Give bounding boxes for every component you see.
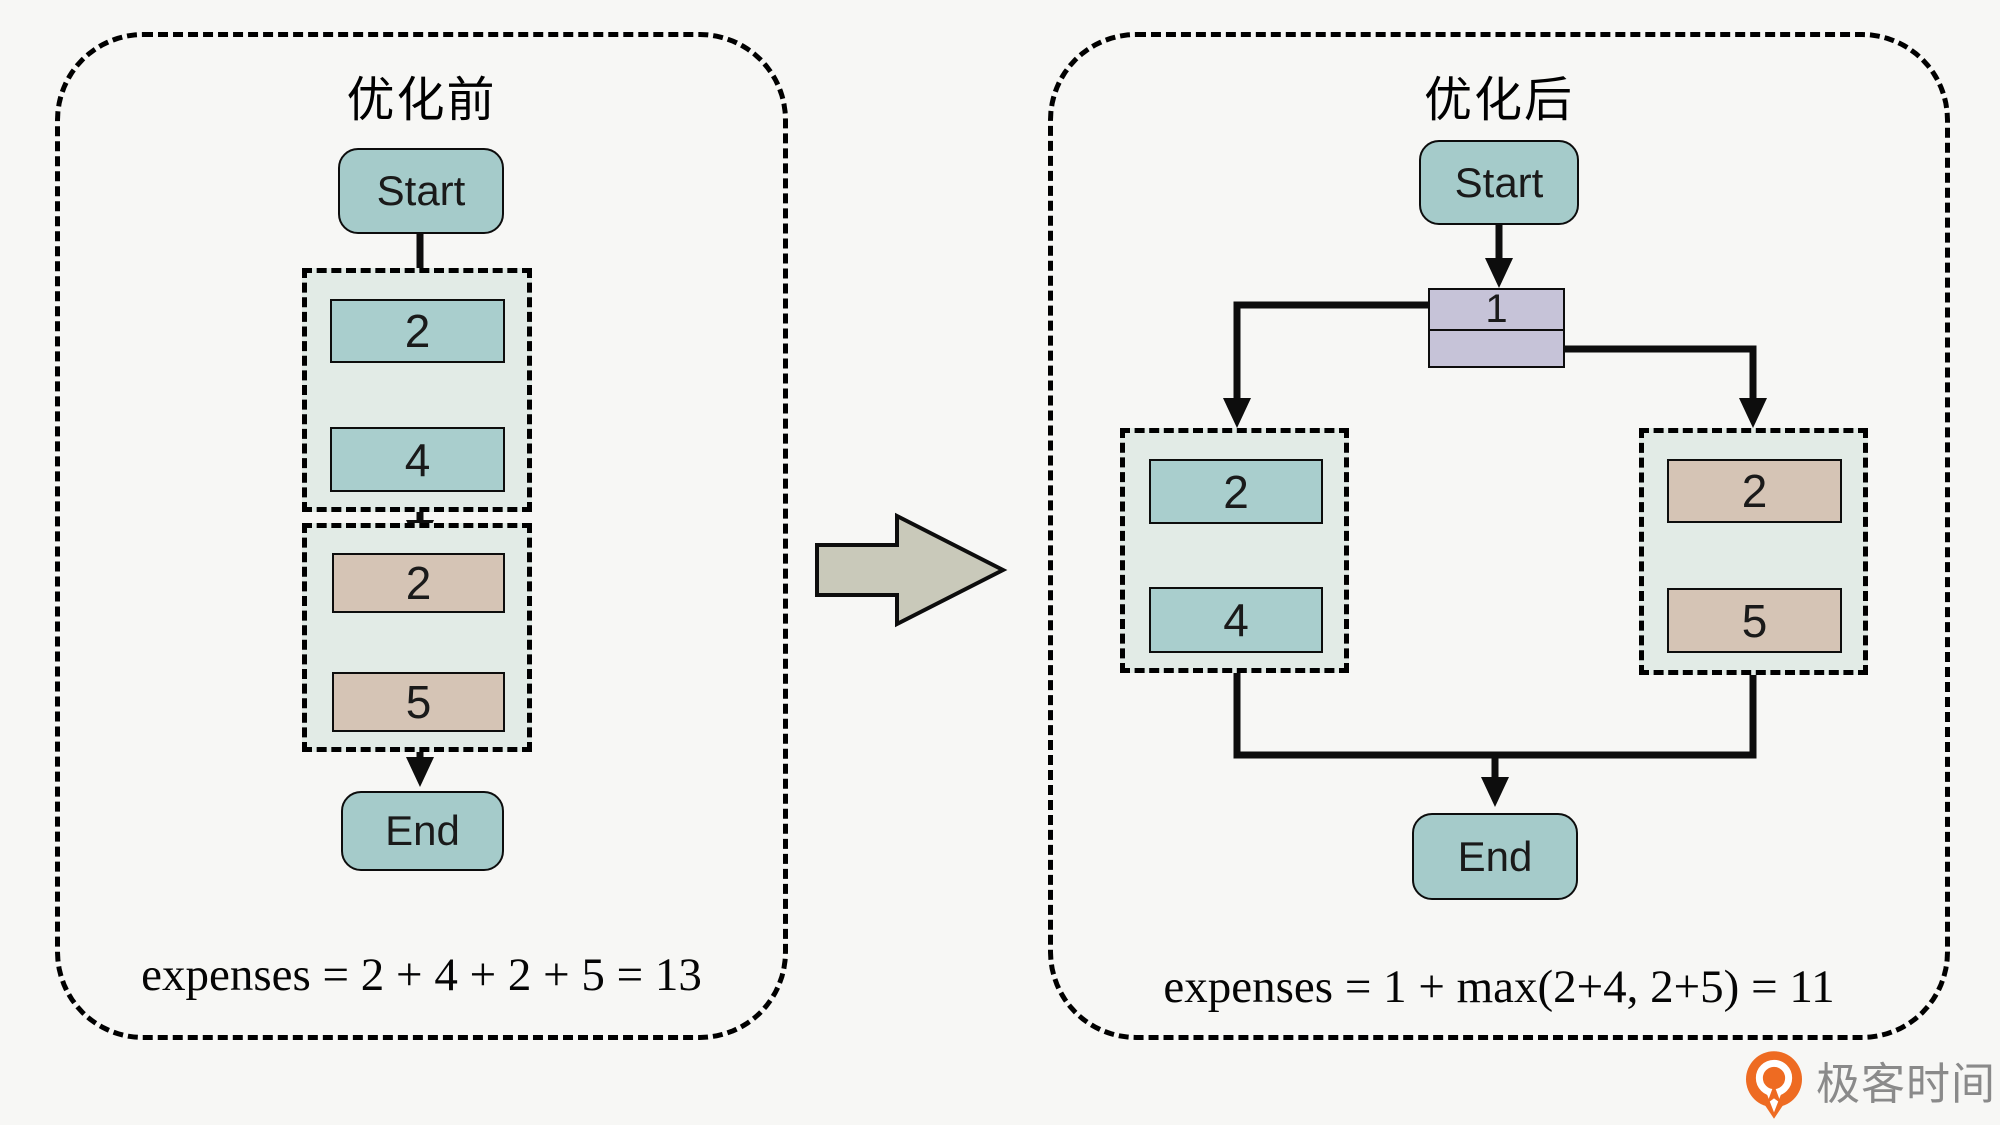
start-label-before: Start [376, 167, 466, 214]
geektime-logo-text: 极客时间 [1816, 1060, 1996, 1109]
cost-box-before-5: 5 [332, 672, 505, 732]
start-node-after: Start [1419, 140, 1579, 225]
end-node-after: End [1412, 813, 1578, 900]
arrow-split-to-right-group [1565, 345, 1767, 428]
expenses-formula-before: expenses = 2 + 4 + 2 + 5 = 13 [141, 949, 702, 1001]
geektime-logo: 极客时间 [1742, 1050, 1996, 1120]
end-node-before: End [341, 791, 504, 871]
arrow-split-to-left-group [1223, 301, 1428, 428]
cost-box-before-4: 4 [330, 427, 505, 492]
cost-box-after-right-2: 2 [1667, 459, 1842, 523]
cost-box-after-right-5: 5 [1667, 588, 1842, 653]
merge-lines-to-end [1233, 673, 1757, 807]
cost-value: 5 [405, 676, 432, 728]
cost-value: 5 [1741, 594, 1768, 647]
cost-value: 2 [1741, 465, 1768, 517]
geektime-pin-icon [1746, 1051, 1802, 1119]
start-node-before: Start [338, 148, 504, 234]
cost-value: 2 [405, 557, 432, 609]
panel-after-title: 优化后 [1423, 74, 1574, 127]
cost-box-before-2a: 2 [330, 299, 505, 363]
cost-value: 2 [1223, 465, 1249, 518]
cost-value: 2 [404, 305, 431, 357]
arrow-start-to-split-after [1485, 225, 1513, 288]
cost-box-after-left-2: 2 [1149, 459, 1323, 524]
cost-value: 4 [1223, 594, 1249, 646]
panel-after-optimization [1048, 32, 1950, 1040]
end-label-after: End [1457, 832, 1533, 880]
split-node-1: 1 [1428, 287, 1565, 368]
split-node-value: 1 [1485, 287, 1508, 331]
expenses-formula-after: expenses = 1 + max(2+4, 2+5) = 11 [1163, 961, 1835, 1013]
start-label-after: Start [1454, 158, 1544, 206]
split-node-bottom-row [1430, 331, 1563, 367]
end-label-before: End [385, 807, 460, 854]
panel-before-title: 优化前 [346, 74, 497, 127]
transform-block-arrow [815, 512, 1008, 628]
split-node-top-row: 1 [1430, 287, 1563, 331]
cost-value: 4 [404, 433, 431, 486]
cost-box-before-2b: 2 [332, 553, 505, 613]
cost-box-after-left-4: 4 [1149, 587, 1323, 653]
panel-before-optimization [55, 32, 788, 1040]
